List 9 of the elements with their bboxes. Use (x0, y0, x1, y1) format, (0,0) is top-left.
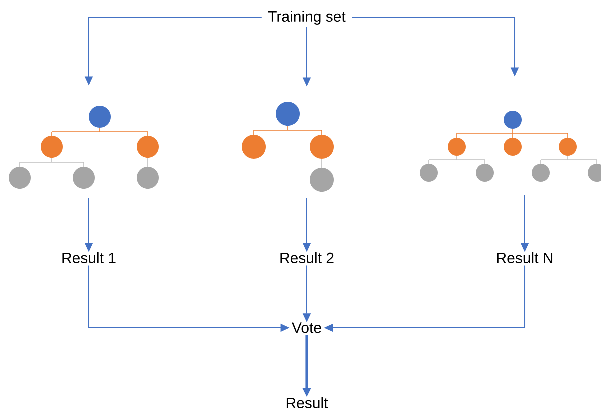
tree-drawing (420, 111, 601, 182)
tree-drawing (9, 106, 159, 189)
node-label: Result N (497, 252, 553, 264)
node-label: Vote (292, 322, 322, 334)
node-label: Result (286, 398, 328, 408)
node-label: Training set (268, 11, 346, 25)
node-label: Result 2 (280, 252, 334, 264)
tree-drawing (242, 102, 334, 192)
node-label: Result 1 (62, 252, 116, 264)
